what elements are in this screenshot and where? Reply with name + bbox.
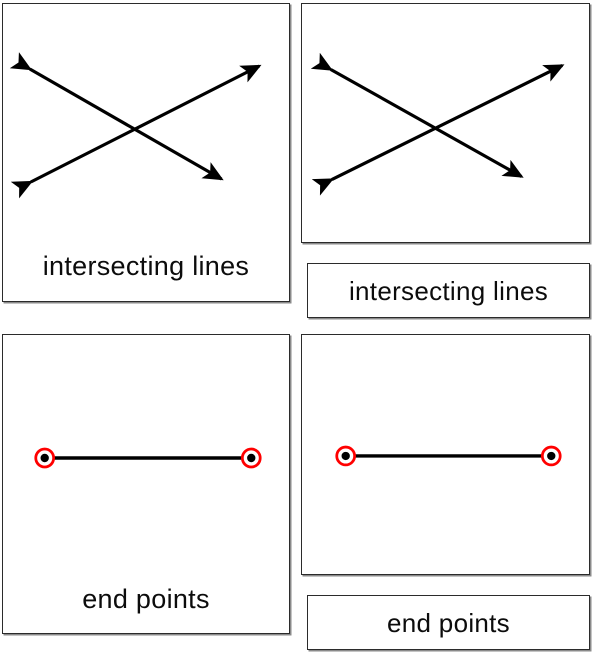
figure-intersecting-lines — [302, 4, 589, 242]
card-label-text: intersecting lines — [348, 276, 549, 306]
card-end-points-label[interactable]: end points — [307, 595, 590, 650]
figure-intersecting-lines — [3, 4, 289, 244]
card-label-text: end points — [387, 608, 510, 638]
line-ascending — [10, 64, 262, 199]
endpoint-dot-right — [547, 451, 556, 461]
card-intersecting-lines-label[interactable]: intersecting lines — [307, 263, 590, 318]
card-label-text: end points — [82, 584, 210, 614]
card-label-text: intersecting lines — [42, 251, 250, 281]
line-ascending — [311, 64, 565, 196]
line-descending — [9, 52, 224, 181]
card-end-points-picture[interactable] — [301, 334, 590, 575]
card-intersecting-lines-picture[interactable] — [301, 3, 590, 243]
endpoint-dot-left — [341, 451, 350, 461]
endpoint-dot-right — [247, 453, 256, 463]
figure-end-points — [302, 335, 589, 574]
card-intersecting-lines-combined[interactable]: intersecting lines — [2, 3, 290, 302]
line-descending — [310, 52, 524, 178]
endpoint-dot-left — [40, 453, 49, 463]
figure-end-points — [3, 335, 289, 575]
card-end-points-combined[interactable]: end points — [2, 334, 290, 634]
